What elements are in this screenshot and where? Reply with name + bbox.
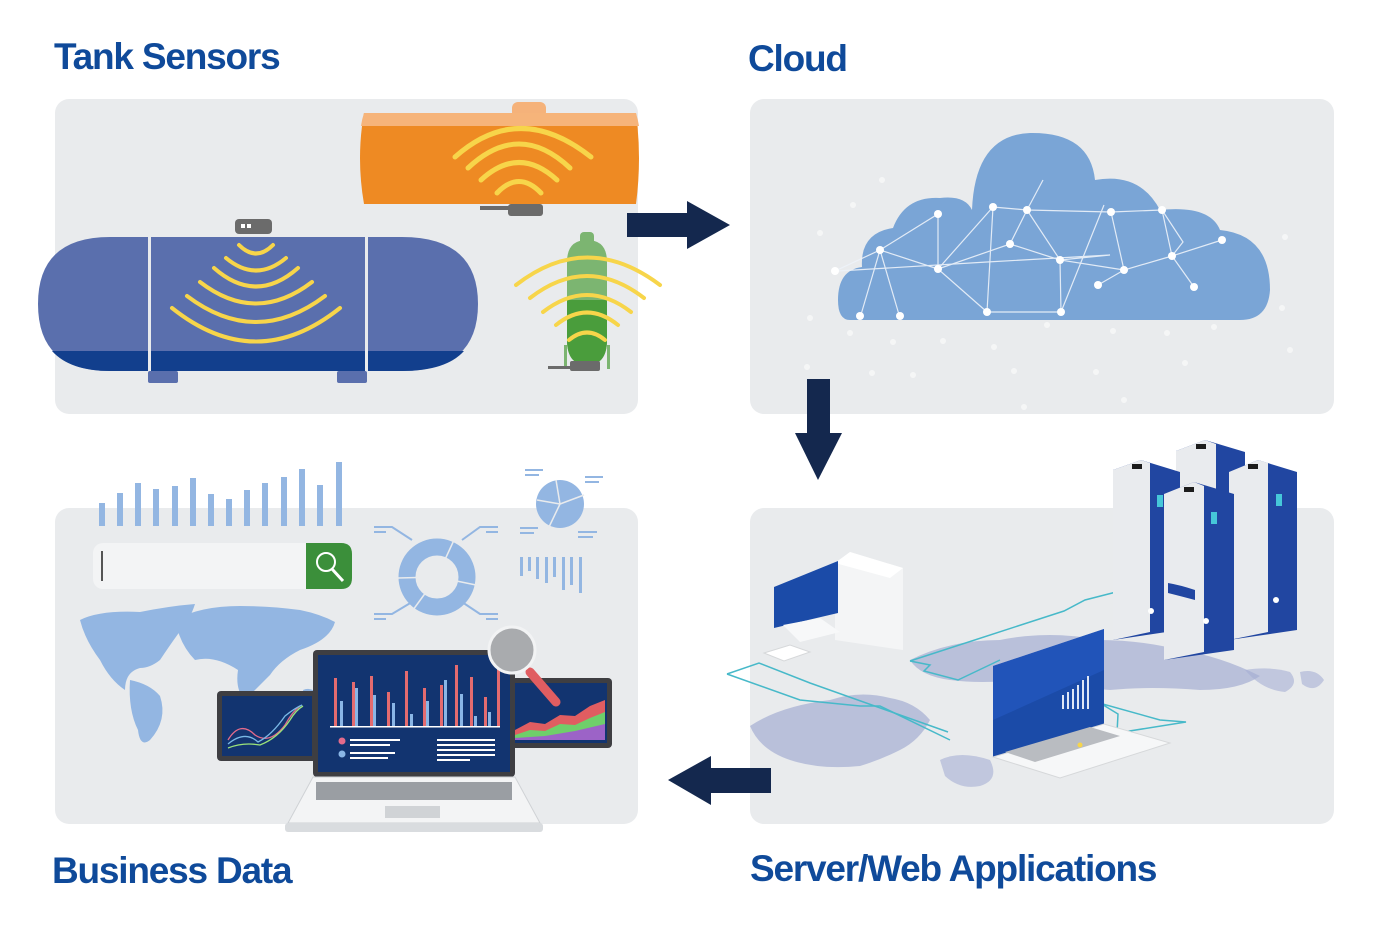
laptop-icon xyxy=(991,629,1172,779)
desktop-computer-icon xyxy=(762,552,903,662)
green-cylinder-icon xyxy=(514,232,662,371)
server-rack-icon xyxy=(1113,440,1297,660)
stage-title-server-web: Server/Web Applications xyxy=(750,848,1157,889)
laptop-dashboard-icon xyxy=(217,625,612,832)
sensor-icon xyxy=(235,219,272,234)
pie-chart-icon xyxy=(520,469,603,593)
mini-bar-chart-icon xyxy=(520,557,582,593)
stage-title-business-data: Business Data xyxy=(52,850,293,891)
magnifier-icon xyxy=(487,625,561,707)
laptop-bars xyxy=(330,665,500,728)
network-dots xyxy=(804,177,1293,410)
donut-chart-icon xyxy=(374,526,498,620)
search-bar-icon[interactable] xyxy=(93,543,352,589)
flow-arrow-down xyxy=(795,379,842,480)
stage-title-cloud: Cloud xyxy=(748,38,848,79)
flow-arrow-right xyxy=(627,201,730,249)
stage-title-tank-sensors: Tank Sensors xyxy=(54,36,281,77)
bar-chart-icon xyxy=(99,462,342,526)
search-icon xyxy=(316,552,345,583)
network-cloud-icon xyxy=(804,132,1293,410)
flow-arrow-left xyxy=(668,756,771,805)
orange-tank-icon xyxy=(360,102,639,216)
horizontal-tank-icon xyxy=(38,219,478,383)
wireless-signal-icon xyxy=(170,243,342,344)
